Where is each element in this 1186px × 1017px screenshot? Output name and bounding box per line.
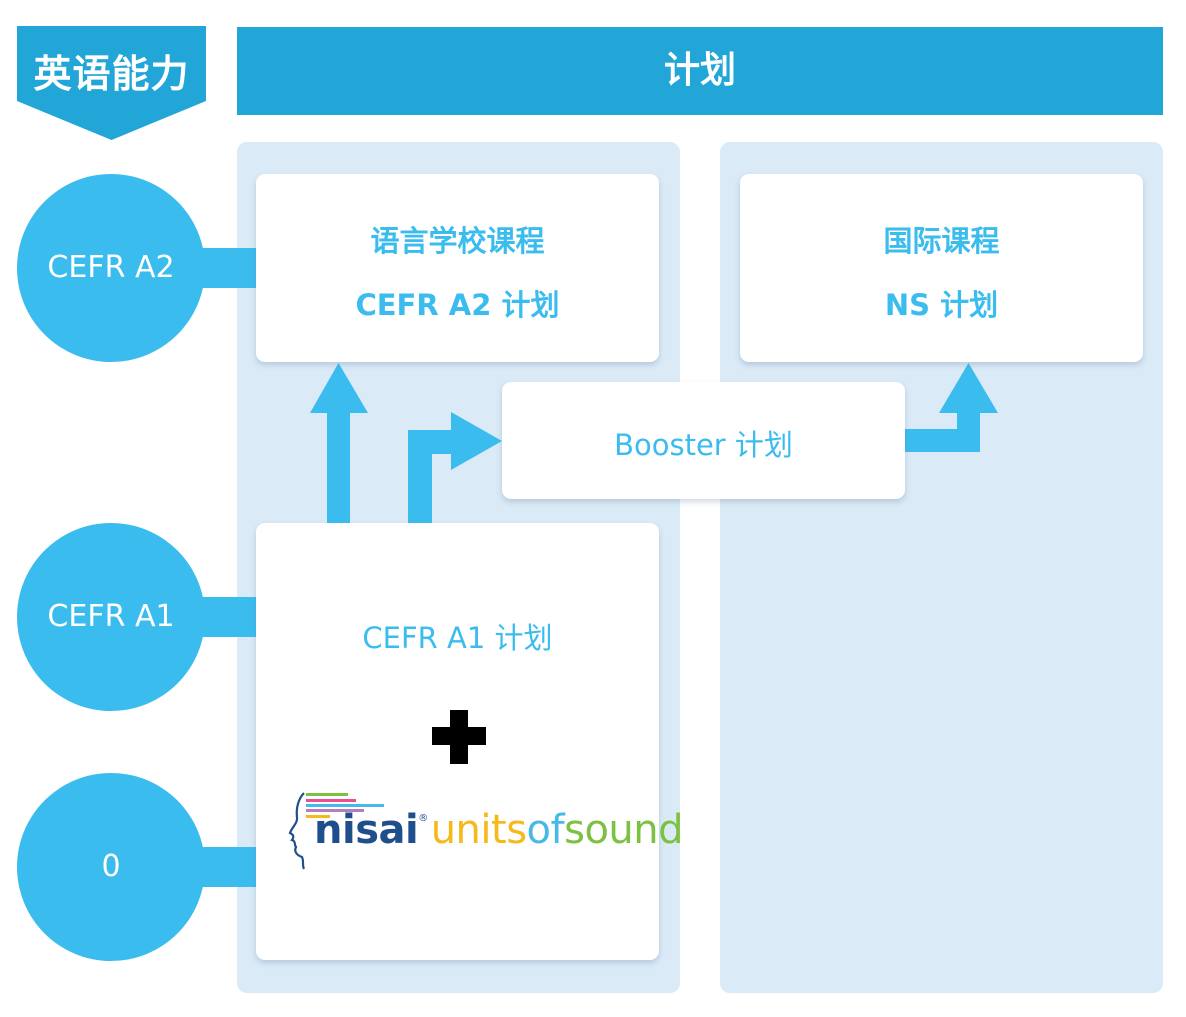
card-booster-plan: Booster 计划: [502, 382, 905, 499]
card-a2-subtitle: CEFR A2 计划: [355, 288, 560, 322]
arrow-right-a1-to-booster-icon: [408, 412, 502, 524]
level-circle-cefr-a1: CEFR A1: [17, 523, 205, 711]
card-a2-title: 语言学校课程: [370, 224, 545, 258]
english-ability-badge: 英语能力: [17, 26, 206, 142]
card-cefr-a2-plan: 语言学校课程 CEFR A2 计划: [256, 174, 659, 362]
arrow-up-a1-to-a2-icon: [310, 363, 368, 524]
card-booster-title: Booster 计划: [614, 428, 793, 462]
plan-header-bar: 计划: [237, 27, 1163, 115]
card-ns-title: 国际课程: [883, 224, 1000, 258]
level-circle-zero: 0: [17, 773, 205, 961]
card-cefr-a1-plan: CEFR A1 计划 nisai®unitsofsound: [256, 523, 684, 960]
level-circle-cefr-a2: CEFR A2: [17, 174, 205, 362]
nisai-units-of-sound-logo: nisai®unitsofsound: [284, 785, 684, 870]
pentagon-down-arrow-icon: [17, 26, 206, 140]
plus-icon: [432, 710, 486, 764]
logo-wordmark: nisai®unitsofsound: [314, 807, 684, 853]
card-ns-subtitle: NS 计划: [884, 288, 999, 322]
card-a1-title: CEFR A1 计划: [362, 621, 553, 655]
arrow-up-booster-to-ns-icon: [905, 363, 998, 452]
card-ns-plan: 国际课程 NS 计划: [740, 174, 1143, 362]
english-ability-label: 英语能力: [33, 52, 190, 96]
head-profile-with-sound-lines-icon: [288, 792, 384, 870]
